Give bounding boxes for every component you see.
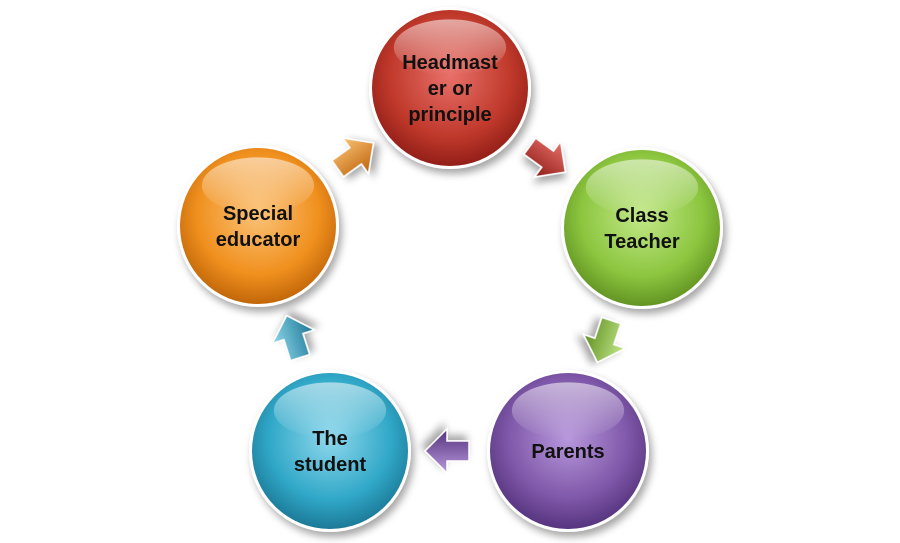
node-parents-label: Parents [531, 441, 604, 463]
node-special-educator-highlight [201, 157, 315, 214]
node-parents-label-line: Parents [531, 441, 604, 463]
node-special-educator-label-line: Special [223, 203, 293, 225]
arrow-special-educator-to-headmaster [330, 136, 375, 178]
node-headmaster-label-line: er or [428, 78, 473, 100]
node-class-teacher-highlight [585, 159, 699, 216]
cycle-arrows [270, 136, 628, 475]
arrow-shape [522, 137, 567, 178]
arrow-shape [423, 427, 470, 475]
arrow-shape [582, 316, 628, 364]
node-headmaster-label-line: Headmast [402, 52, 498, 74]
node-student-label: The student [294, 428, 367, 476]
arrow-shape [330, 136, 375, 178]
node-student-label-line: student [294, 454, 367, 476]
node-special-educator-label-line: educator [216, 229, 301, 251]
node-student-label-line: The [312, 428, 348, 450]
node-special-educator: Special educator [177, 145, 339, 307]
arrow-parents-to-student [423, 427, 470, 475]
node-parents-highlight [511, 382, 625, 439]
node-headmaster-label-line: principle [408, 104, 491, 126]
node-special-educator-label: Special educator [216, 203, 301, 251]
arrow-shape [270, 314, 317, 362]
node-headmaster: Headmast er or principle [369, 7, 531, 169]
arrow-student-to-special-educator [270, 314, 317, 362]
node-student-highlight [273, 382, 387, 439]
node-student: The student [249, 370, 411, 532]
node-parents: Parents [487, 370, 649, 532]
node-headmaster-highlight [393, 19, 507, 76]
node-headmaster-label: Headmast er or principle [402, 52, 498, 126]
arrow-headmaster-to-class-teacher [522, 137, 567, 178]
node-class-teacher-label-line: Teacher [604, 231, 679, 253]
arrow-class-teacher-to-parents [582, 316, 628, 364]
node-class-teacher-label-line: Class [615, 205, 668, 227]
